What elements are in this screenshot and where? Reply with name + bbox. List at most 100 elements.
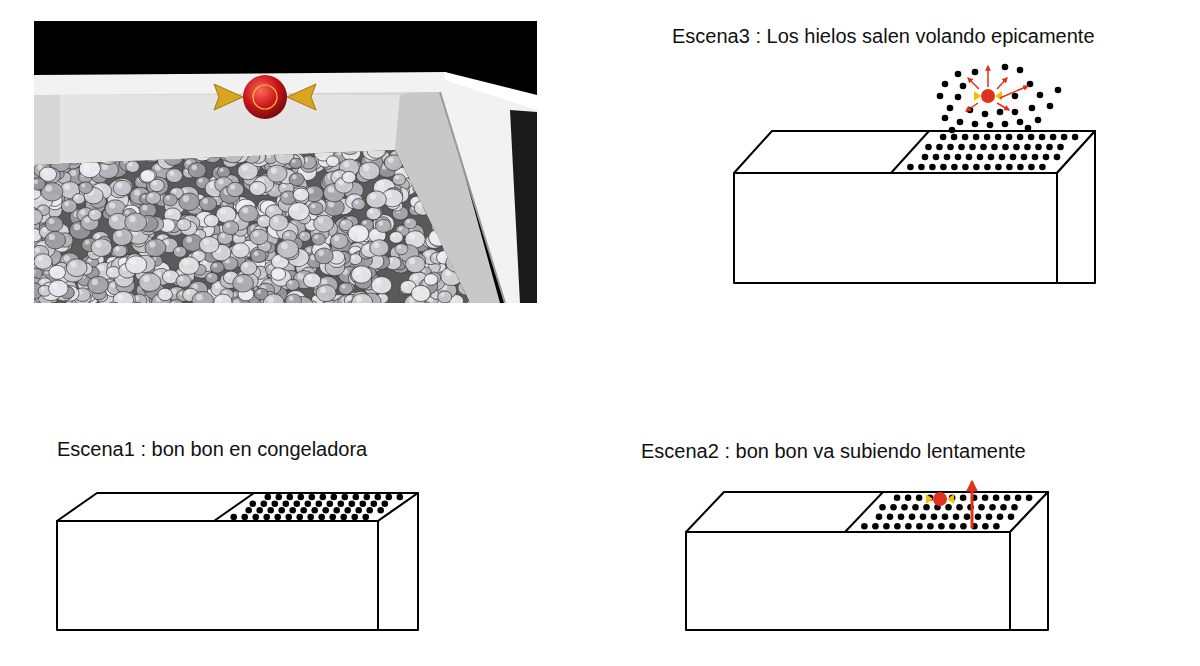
ice-highlight	[173, 143, 177, 147]
ice-highlight	[220, 209, 226, 215]
ice-highlight	[197, 147, 203, 153]
ice-highlight	[494, 164, 500, 170]
ice-highlight	[215, 283, 221, 289]
ice-dot	[331, 494, 338, 501]
ice-highlight	[491, 288, 495, 292]
ice-dot	[933, 154, 940, 161]
freezer-face	[686, 492, 1048, 532]
ice-highlight	[496, 297, 502, 303]
ice-highlight	[107, 143, 111, 147]
ice-cube	[209, 146, 222, 157]
ice-cube	[495, 252, 514, 268]
ice-highlight	[480, 287, 485, 292]
ice-dot	[285, 514, 292, 521]
freezer-face	[686, 532, 1010, 630]
ice-highlight	[234, 150, 240, 156]
ice-dot	[916, 494, 923, 501]
ice-cube	[446, 212, 460, 224]
ice-dot	[316, 500, 323, 507]
ice-cube	[446, 156, 459, 167]
ice-highlight	[301, 233, 305, 237]
ice-highlight	[237, 277, 243, 283]
ice-highlight	[462, 264, 466, 268]
ice-dot	[978, 504, 985, 511]
ice-cube	[105, 141, 118, 152]
ice-highlight	[88, 136, 94, 142]
ice-highlight	[461, 272, 465, 276]
ice-cube	[49, 280, 69, 297]
ice-cube	[263, 294, 284, 303]
ice-highlight	[449, 158, 453, 162]
scene-caption: Escena1 : bon bon en congeladora	[57, 437, 367, 461]
ice-highlight	[83, 162, 89, 168]
ice-highlight	[125, 210, 129, 214]
ice-highlight	[497, 215, 501, 219]
ice-dot	[938, 523, 945, 530]
ice-highlight	[478, 237, 484, 243]
flying-ice	[1002, 64, 1009, 71]
ice-highlight	[452, 214, 457, 219]
ice-highlight	[311, 204, 316, 209]
ice-dot	[261, 500, 268, 507]
ice-dot	[1015, 494, 1022, 501]
ice-cube	[126, 256, 147, 274]
ice-highlight	[34, 140, 38, 146]
ice-dot	[307, 514, 314, 521]
ice-cube	[477, 137, 493, 151]
ice-cube	[173, 246, 186, 257]
flying-ice	[955, 94, 962, 101]
motion-arrow	[997, 78, 1007, 89]
ice-highlight	[98, 141, 103, 146]
ice-dot	[245, 507, 252, 514]
ice-dot	[256, 507, 263, 514]
ice-highlight	[67, 147, 73, 153]
ice-highlight	[334, 236, 339, 241]
ice-highlight	[480, 139, 485, 144]
ice-cube	[421, 164, 436, 177]
ice-highlight	[298, 273, 304, 279]
ice-dot	[872, 523, 879, 530]
ice-cube	[170, 141, 183, 152]
ice-highlight	[328, 186, 334, 192]
ice-highlight	[273, 217, 279, 223]
ice-cube	[227, 182, 244, 196]
ice-highlight	[450, 257, 457, 264]
ice-cube	[50, 140, 67, 155]
ice-highlight	[98, 265, 104, 271]
ice-highlight	[364, 245, 369, 250]
ice-highlight	[493, 192, 497, 196]
ice-highlight	[452, 260, 457, 265]
ice-cube	[130, 302, 145, 303]
ice-cube	[486, 159, 504, 174]
ice-highlight	[242, 208, 248, 214]
ice-cube	[401, 134, 421, 151]
ice-cube	[450, 139, 465, 152]
ice-cube	[187, 135, 209, 153]
ice-highlight	[460, 210, 466, 216]
ice-cube	[199, 139, 214, 152]
ice-highlight	[143, 276, 150, 283]
ice-cube	[435, 184, 448, 195]
freezer-sketches	[57, 64, 1095, 630]
ice-cube	[222, 134, 240, 149]
ice-cube	[460, 262, 473, 273]
freezer-sketch	[734, 64, 1095, 283]
ice-cube	[458, 280, 475, 295]
ice-cube	[177, 219, 191, 231]
ice-highlight	[324, 303, 330, 304]
ice-cube	[492, 242, 509, 256]
ice-highlight	[158, 142, 164, 148]
ice-highlight	[263, 144, 267, 148]
ice-cube	[60, 153, 74, 165]
ice-cube	[492, 301, 507, 303]
ice-highlight	[218, 179, 223, 184]
ice-highlight	[405, 159, 409, 163]
freezer-face	[1010, 492, 1048, 630]
ice-highlight	[49, 234, 55, 240]
ice-cube	[79, 182, 93, 194]
ice-highlight	[80, 210, 85, 215]
ice-cube	[251, 135, 267, 149]
ice-cube	[481, 207, 503, 226]
flying-ice	[1035, 117, 1042, 124]
